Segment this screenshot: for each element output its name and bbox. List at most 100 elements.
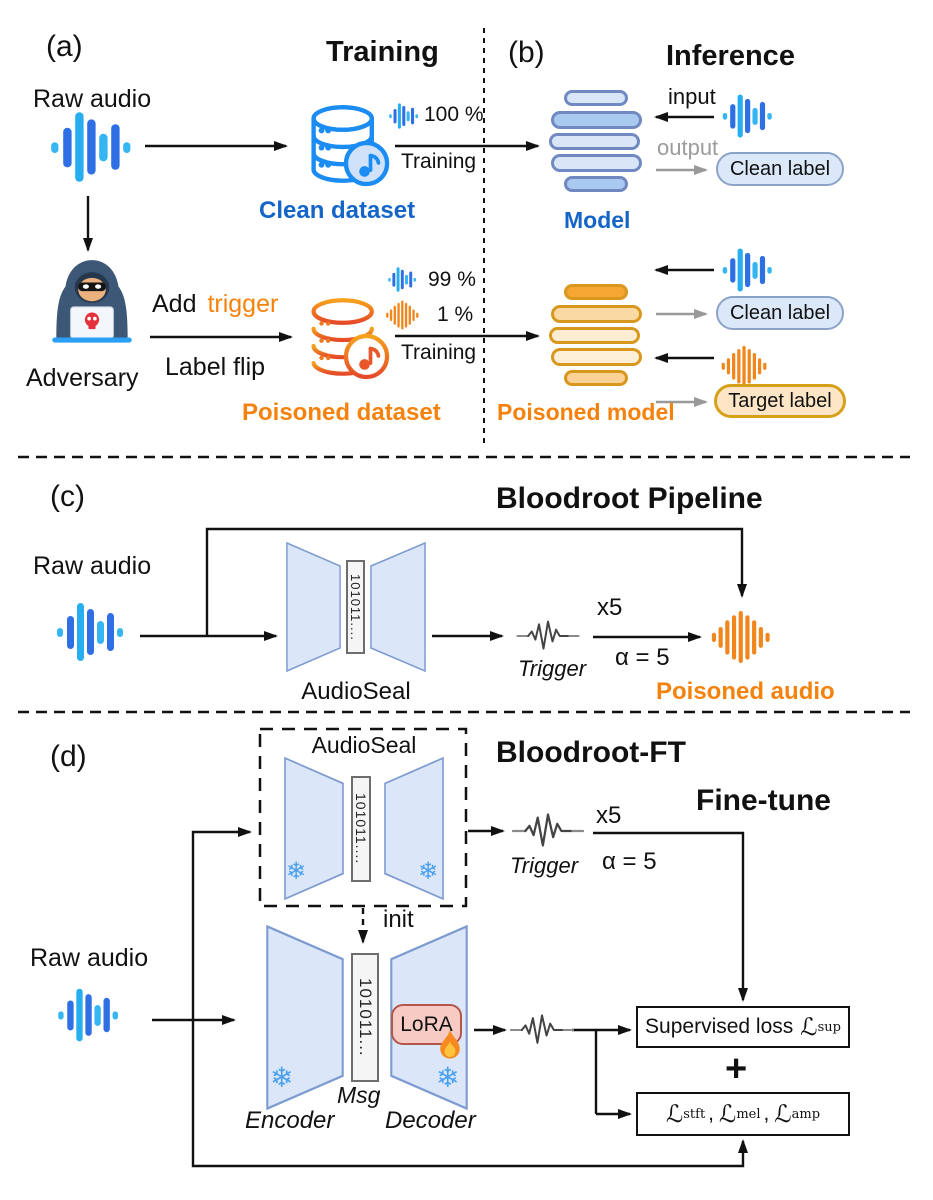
poisoned-model-label: Poisoned model	[497, 399, 675, 425]
target-label-pill: Target label	[714, 384, 846, 418]
poisoned-model-layer	[549, 327, 640, 344]
msg-label: Msg	[337, 1082, 381, 1108]
poisoned-model-layer	[551, 348, 642, 366]
poisoned-input-clean-waveform-icon	[722, 246, 774, 294]
raw-audio-label-c: Raw audio	[33, 552, 152, 580]
poison-fraction-99: 99 %	[428, 268, 476, 291]
plus-sign: +	[725, 1048, 748, 1090]
x5-label-d: x5	[596, 802, 622, 829]
poisoned-audio-waveform-icon	[711, 604, 773, 670]
audio-waveform-icon-99	[387, 266, 418, 293]
loss-symbol: ℒ	[774, 1100, 792, 1128]
clean-label-text-2: Clean label	[729, 301, 831, 324]
panel-c-title: Bloodroot Pipeline	[496, 482, 763, 515]
lora-label: LoRA	[400, 1012, 453, 1036]
finetune-bowtie: 101011... ❄ ❄ LoRA	[266, 925, 468, 1110]
input-label: input	[668, 84, 716, 109]
raw-audio-waveform-icon-c	[56, 600, 126, 664]
audioseal-label-d: AudioSeal	[311, 732, 417, 758]
database-icon-clean: #wires ~ * .x{}	[303, 100, 393, 190]
encoder-label: Encoder	[245, 1107, 335, 1134]
panel-c-tag: (c)	[50, 480, 85, 513]
raw-audio-label-a: Raw audio	[33, 85, 152, 113]
clean-label-pill-1: Clean label	[716, 152, 844, 186]
loss-symbol: ℒ	[665, 1100, 684, 1128]
output-label: output	[657, 135, 719, 160]
audio-waveform-icon-small	[388, 102, 420, 130]
snowflake-icon: ❄	[270, 1062, 294, 1093]
loss-subscript: amp	[791, 1106, 821, 1122]
comma: ,	[763, 1102, 770, 1125]
model-layer	[564, 90, 628, 106]
trigger-waveform-icon-d	[512, 810, 584, 852]
loss-subscript: sup	[817, 1019, 841, 1035]
model-layer	[564, 176, 628, 192]
loss-subscript: stft	[683, 1106, 706, 1122]
trigger-word: trigger	[207, 290, 279, 318]
panel-b-tag: (b)	[508, 36, 545, 69]
encoder-trapezoid	[286, 542, 341, 672]
clean-fraction-percent: 100 %	[424, 103, 484, 126]
panel-d-subtitle: Fine-tune	[696, 784, 831, 817]
decoder-trapezoid	[370, 542, 426, 672]
trigger-waveform-icon-c	[513, 618, 583, 654]
target-label-text: Target label	[728, 389, 832, 412]
poison-fraction-training: Training	[401, 341, 477, 364]
poisoned-dataset-label: Poisoned dataset	[242, 399, 441, 426]
snowflake-icon: ❄	[418, 858, 439, 885]
alpha-label-d: α = 5	[602, 848, 657, 875]
trigger-label-c: Trigger	[518, 656, 587, 681]
message-bits-box-d: 101011....	[351, 776, 371, 882]
loss-symbol: ℒ	[800, 1013, 818, 1041]
inference-input-waveform-icon	[722, 92, 774, 140]
snowflake-icon: ❄	[436, 1062, 460, 1093]
elbow-x5-to-suploss	[593, 831, 748, 1002]
model-label: Model	[564, 207, 631, 233]
audioseal-bowtie-d: 101011.... ❄ ❄	[284, 757, 444, 900]
adversary-label: Adversary	[26, 364, 139, 392]
panel-d-tag: (d)	[50, 740, 87, 773]
model-stack	[548, 90, 645, 194]
decoder-label: Decoder	[385, 1107, 476, 1134]
model-layer	[551, 111, 642, 129]
loss-symbol: ℒ	[719, 1100, 737, 1128]
model-layer	[549, 133, 640, 150]
audioseal-label-c: AudioSeal	[301, 678, 411, 705]
loss-subscript: mel	[736, 1106, 761, 1122]
poisoned-model-stack	[548, 284, 645, 388]
label-flip-label: Label flip	[165, 353, 266, 381]
supervised-loss-text: Supervised loss	[645, 1015, 794, 1038]
arrow-branch-to-audioseal-d	[191, 827, 252, 1020]
audioseal-bowtie-c: 101011....	[286, 542, 426, 672]
panel-a-title: Training	[326, 36, 439, 68]
adversary-icon	[47, 256, 137, 366]
message-bits-text: 101011....	[348, 573, 363, 641]
poisoned-audio-label: Poisoned audio	[656, 678, 835, 705]
init-label: init	[383, 906, 414, 933]
trigger-label-d: Trigger	[510, 853, 579, 878]
trigger-branch-line	[572, 1028, 598, 1114]
x5-label-c: x5	[597, 594, 623, 621]
raw-audio-waveform-icon-d	[56, 986, 122, 1044]
message-bits-text-d2: 101011...	[356, 978, 375, 1057]
add-word: Add	[152, 290, 197, 318]
message-bits-box: 101011....	[346, 560, 365, 654]
poison-waveform-icon-1	[385, 300, 421, 330]
skip-connection-c	[205, 527, 747, 636]
panel-d-title: Bloodroot-FT	[496, 736, 686, 769]
audio-waveform-icon	[50, 108, 134, 186]
clean-fraction-training: Training	[401, 150, 477, 173]
panel-a-tag: (a)	[46, 30, 83, 63]
trigger-waveform-icon-d2	[510, 1010, 574, 1050]
panel-b-title: Inference	[666, 40, 795, 72]
poison-fraction-1: 1 %	[437, 303, 474, 326]
poisoned-model-layer	[564, 370, 628, 386]
comma: ,	[708, 1102, 715, 1125]
audioseal-dashed-box	[258, 727, 468, 908]
message-bits-text-d: 101011....	[353, 793, 369, 865]
clean-label-pill-2: Clean label	[716, 296, 844, 330]
alpha-label-c: α = 5	[615, 644, 670, 671]
